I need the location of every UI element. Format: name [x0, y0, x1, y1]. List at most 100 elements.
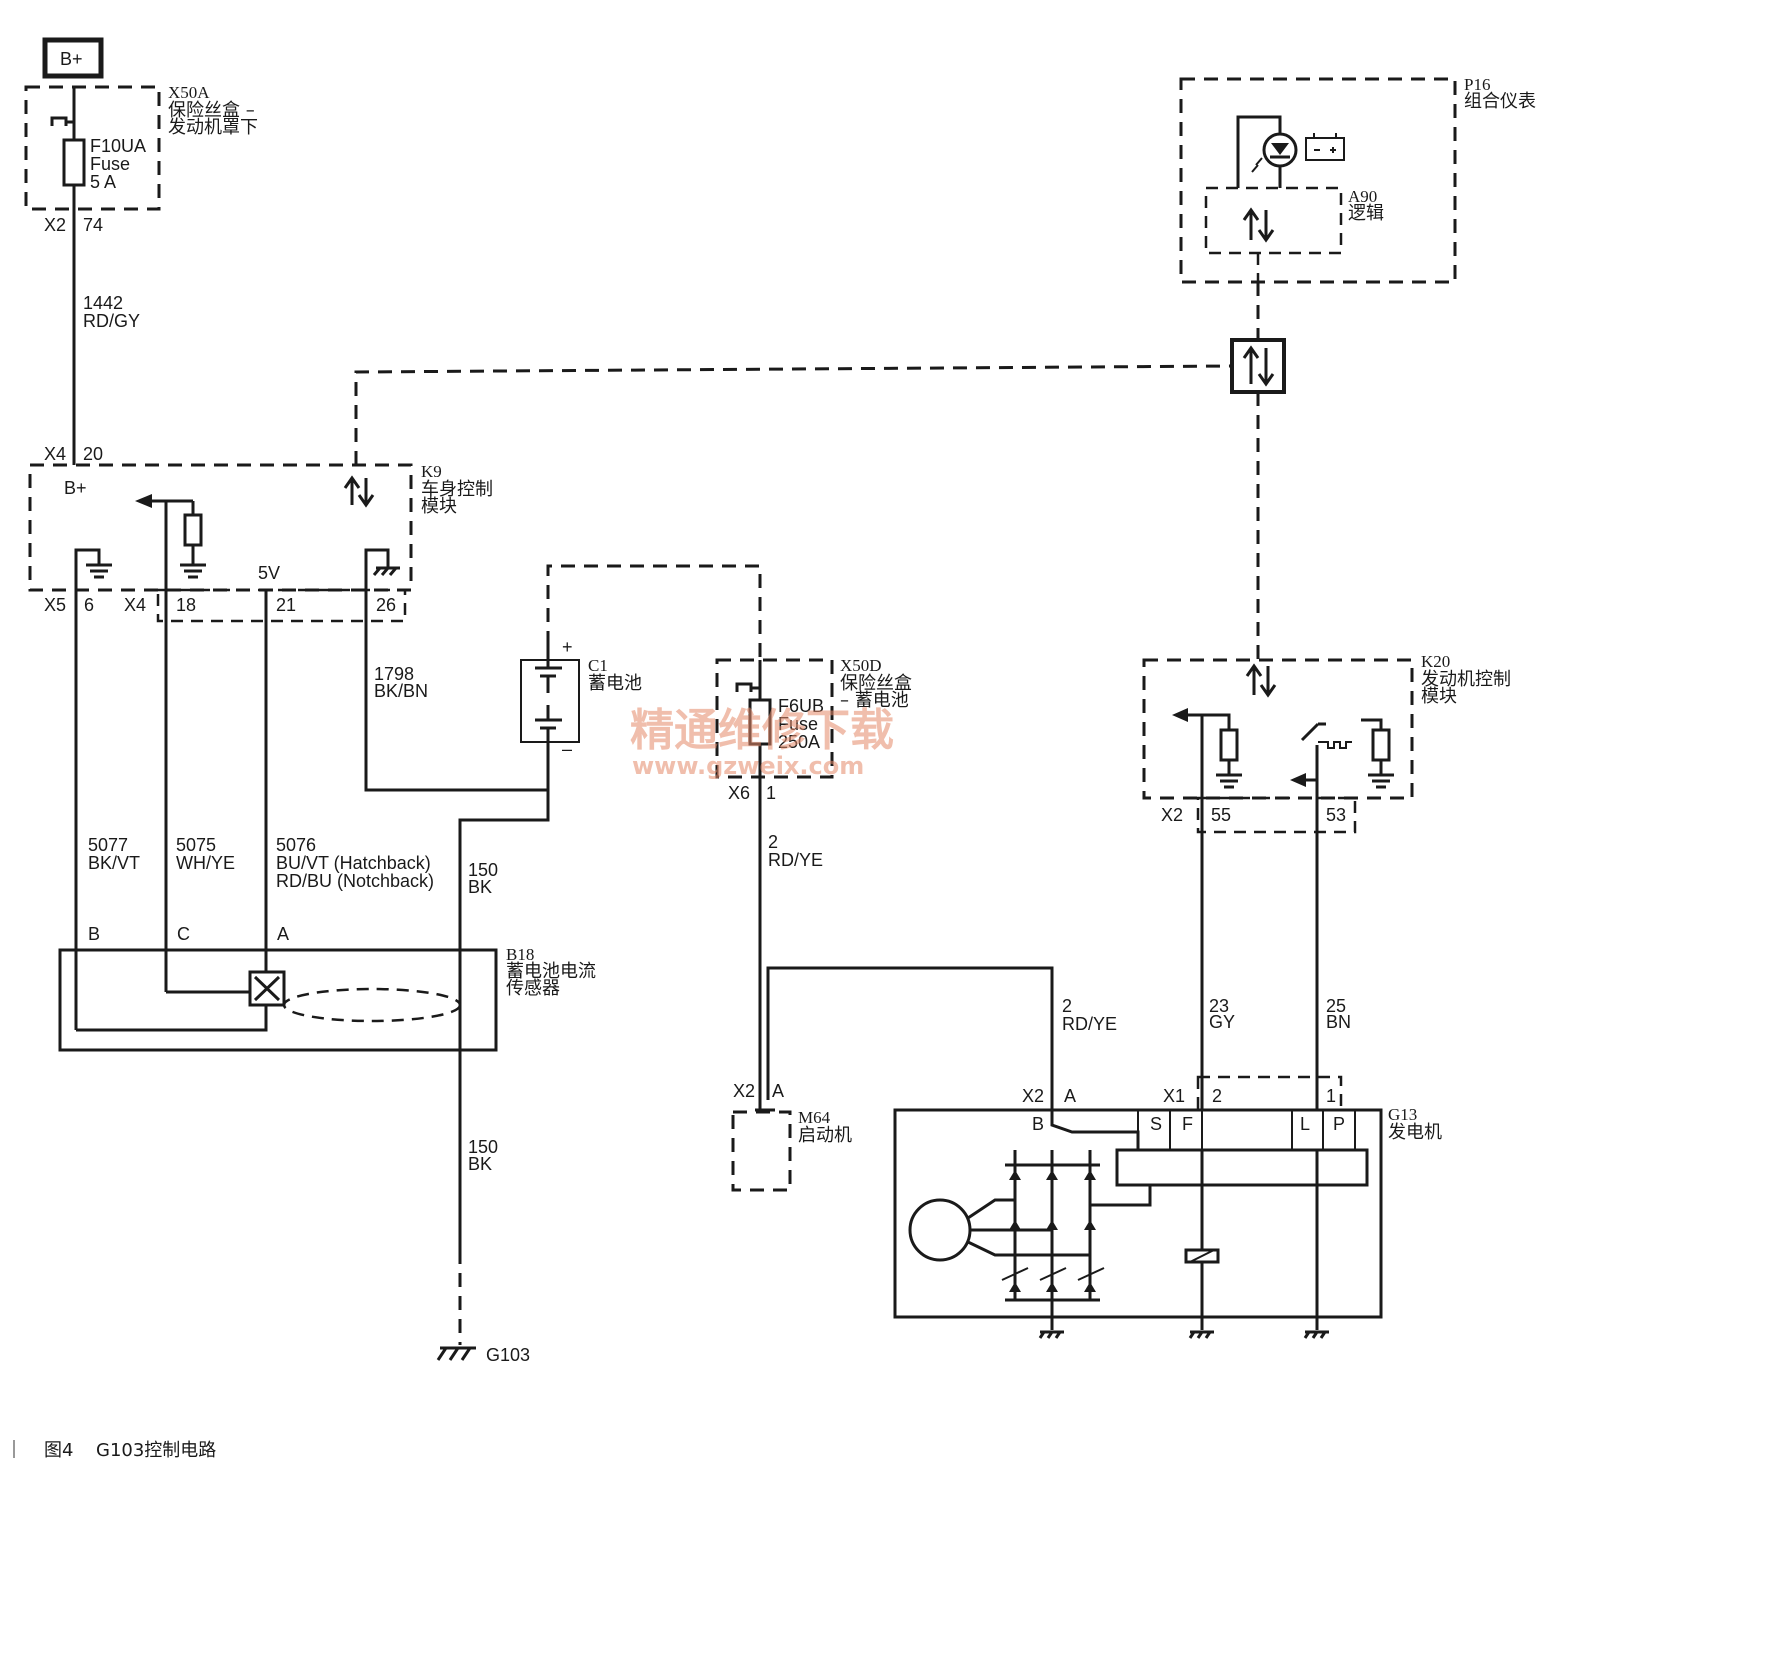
m64-connector: X2 [733, 1081, 755, 1101]
sensor-b18: B C A B18 蓄电池电流 传感器 [58, 924, 596, 1052]
wire-150-color-1: BK [468, 877, 492, 897]
wire-1798-num: 1798 [374, 664, 414, 684]
b18-pin-c: C [177, 924, 190, 944]
battery-c1: + – C1 蓄电池 [520, 637, 642, 760]
fuse-f10ua-rating: 5 A [90, 172, 116, 192]
k9-pin-26: 26 [376, 595, 396, 615]
m64-pin: A [772, 1081, 784, 1101]
bplus-supply: B+ [42, 37, 104, 79]
x50d-pin: 1 [766, 783, 776, 803]
wire-150-num-2: 150 [468, 1137, 498, 1157]
wire-5076-color-2: RD/BU (Notchback) [276, 871, 434, 891]
g13-id: G13 [1388, 1105, 1417, 1124]
wire-5075-num: 5075 [176, 835, 216, 855]
figure-caption: 图4 G103控制电路 [13, 1440, 216, 1461]
cluster-p16: P16 组合仪表 A90 逻辑 [1179, 75, 1536, 284]
wire-25-num: 25 [1326, 996, 1346, 1016]
wire-23-color: GY [1209, 1012, 1235, 1032]
caption-figure-number: 图4 [44, 1440, 73, 1461]
fuse-f10ua-label: F10UA [90, 136, 146, 156]
m64-name: 启动机 [798, 1125, 852, 1146]
wire-2-color-1: RD/YE [768, 850, 823, 870]
fuse-f6ub-label: F6UB [778, 696, 824, 716]
wire-150 [458, 760, 550, 1250]
g13-terminal-l: L [1300, 1114, 1310, 1134]
c1-plus: + [562, 637, 573, 657]
a90-id: A90 [1348, 187, 1377, 206]
p16-id: P16 [1464, 75, 1490, 94]
k20-pin-55: 55 [1211, 805, 1231, 825]
k9-pin-21: 21 [276, 595, 296, 615]
b18-pin-b: B [88, 924, 100, 944]
fuse-box-x50d: F6UB Fuse 250A X50D 保险丝盒 – 蓄电池 X6 1 [715, 656, 912, 803]
p16-name: 组合仪表 [1464, 91, 1536, 112]
serial-data-bus [354, 364, 1233, 465]
wire-5076-num: 5076 [276, 835, 316, 855]
wire-2-color-2: RD/YE [1062, 1014, 1117, 1034]
k9-x5: X5 [44, 595, 66, 615]
wire-23-num: 23 [1209, 996, 1229, 1016]
m64-id: M64 [798, 1108, 831, 1127]
k9-x4: X4 [124, 595, 146, 615]
g13-x1: X1 [1163, 1086, 1185, 1106]
fuse-box-x50a: F10UA Fuse 5 A X50A 保险丝盒 – 发动机罩下 X2 74 [24, 83, 258, 235]
serial-data-splice [1230, 338, 1286, 394]
a90-name: 逻辑 [1348, 203, 1384, 224]
g13-terminal-b: B [1032, 1114, 1044, 1134]
module-k9: X4 20 B+ 5V K9 车身控制 模块 X5 6 X4 18 21 26 [28, 444, 493, 623]
k9-id: K9 [421, 462, 442, 481]
wire-5077-color: BK/VT [88, 853, 140, 873]
wire-1442-color: RD/GY [83, 311, 140, 331]
k20-name-2: 模块 [1421, 686, 1457, 707]
wire-2-num-1: 2 [768, 832, 778, 852]
k9-bplus: B+ [64, 478, 87, 498]
k9-pin-18: 18 [176, 595, 196, 615]
bplus-label: B+ [60, 49, 83, 69]
k9-conn-in: X4 [44, 444, 66, 464]
x50d-name-1: 保险丝盒 [840, 673, 912, 694]
generator-g13: X2 A X1 2 1 B S F L P [893, 1075, 1442, 1339]
x50d-id: X50D [840, 656, 882, 675]
wire-25-color: BN [1326, 1012, 1351, 1032]
wire-2-generator [766, 966, 1054, 1110]
wire-2-num-2: 2 [1062, 996, 1072, 1016]
wire-150-color-2: BK [468, 1154, 492, 1174]
c1-id: C1 [588, 656, 608, 675]
b18-id: B18 [506, 945, 534, 964]
wire-1442-num: 1442 [83, 293, 123, 313]
wire-1798-color: BK/BN [374, 681, 428, 701]
g13-pin-a: A [1064, 1086, 1076, 1106]
watermark: 精通维修下载 www.gzweix.com [630, 705, 894, 780]
wire-150-num-1: 150 [468, 860, 498, 880]
starter-m64: X2 A M64 启动机 [731, 1081, 852, 1192]
x50a-connector: X2 [44, 215, 66, 235]
c1-name: 蓄电池 [588, 673, 642, 694]
b18-pin-a: A [277, 924, 289, 944]
k20-name-1: 发动机控制 [1421, 669, 1511, 690]
x50a-pin: 74 [83, 215, 103, 235]
k20-connector: X2 [1161, 805, 1183, 825]
battery-positive-cable [546, 564, 762, 658]
wire-5075-color: WH/YE [176, 853, 235, 873]
k20-pin-53: 53 [1326, 805, 1346, 825]
module-k20: K20 发动机控制 模块 X2 55 53 [1142, 652, 1511, 834]
ground-g103: G103 [436, 1345, 530, 1365]
g13-terminal-s: S [1150, 1114, 1162, 1134]
ground-g103-label: G103 [486, 1345, 530, 1365]
k9-pin-in: 20 [83, 444, 103, 464]
wire-5077-num: 5077 [88, 835, 128, 855]
wire-5076-color-1: BU/VT (Hatchback) [276, 853, 431, 873]
watermark-line-2: www.gzweix.com [632, 752, 864, 780]
fuse-f10ua-type: Fuse [90, 154, 130, 174]
x50a-name-2: 发动机罩下 [168, 117, 258, 138]
fuse-f6ub-type: Fuse [778, 714, 818, 734]
x50a-name-1: 保险丝盒 – [168, 100, 255, 121]
fuse-f6ub-rating: 250A [778, 732, 820, 752]
caption-title: G103控制电路 [96, 1440, 216, 1461]
g13-pin-1: 1 [1326, 1086, 1336, 1106]
b18-name-1: 蓄电池电流 [506, 961, 596, 982]
k9-name-2: 模块 [421, 496, 457, 517]
g13-terminal-p: P [1333, 1114, 1345, 1134]
k20-id: K20 [1421, 652, 1450, 671]
